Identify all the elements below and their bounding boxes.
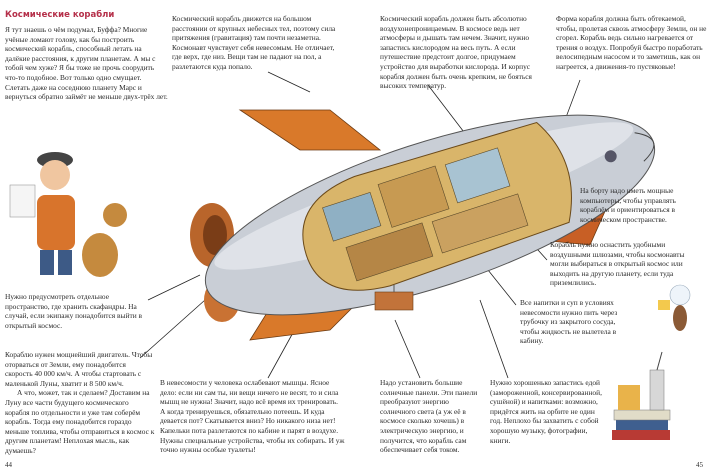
note-computers: На борту надо иметь мощные компьютеры, ч… (580, 186, 676, 224)
note-shape: Форма корабля должна быть обтекаемой, чт… (556, 14, 707, 71)
boy-and-dog-illustration (9, 152, 127, 277)
rocket-hull (204, 114, 656, 316)
page-number-right: 45 (696, 461, 703, 469)
mouse-astronaut-illustration (658, 284, 691, 331)
note-muscles: В невесомости у человека ослабевают мышц… (160, 378, 345, 455)
note-food: Нужно хорошенько запастись едой (заморож… (490, 378, 602, 445)
note-airtight: Космический корабль должен быть абсолютн… (380, 14, 532, 91)
section-title: Космические корабли (5, 10, 115, 20)
note-weightlessness: Космический корабль движется на большом … (172, 14, 336, 71)
page-number-left: 44 (5, 461, 12, 469)
solar-panel (374, 285, 414, 311)
note-airlocks: Корабль нужно оснастить удобными воздушн… (550, 240, 685, 288)
books-illustration (612, 351, 671, 440)
note-suits: Нужно предусмотреть отдельное пространст… (5, 292, 142, 330)
note-drinks: Все напитки и суп в условиях невесомости… (520, 298, 618, 346)
engine-text: Кораблю нужен мощнейший двигатель. Чтобы… (5, 350, 155, 456)
intro-text: Я тут знаешь о чём подумал, Буффа? Многи… (5, 25, 168, 102)
note-moon: А что, может, так и сделаем? Доставим на… (5, 388, 155, 455)
note-solar: Надо установить большие солнечные панели… (380, 378, 478, 455)
note-engine: Кораблю нужен мощнейший двигатель. Чтобы… (5, 350, 153, 388)
